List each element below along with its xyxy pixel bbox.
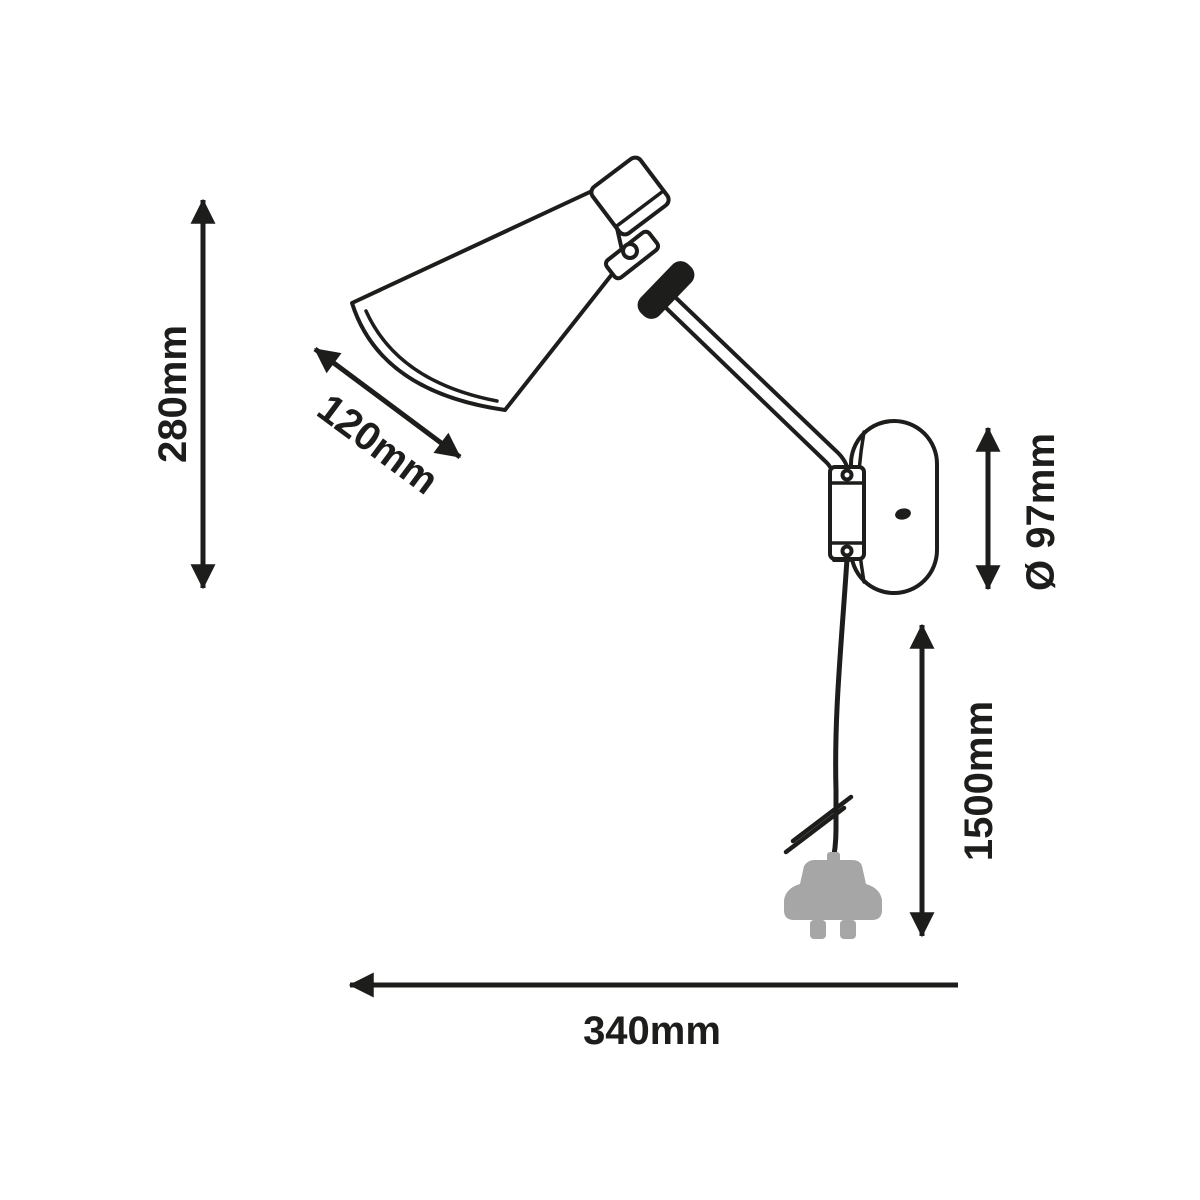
cable-break-icon <box>783 794 854 855</box>
lamp-arm <box>662 294 851 562</box>
dim-shade-length-line <box>313 346 462 460</box>
dim-shade-length-label: 120mm <box>309 386 446 503</box>
dim-plate-diameter-label: Ø 97mm <box>1019 433 1063 591</box>
lamp-shade <box>350 182 626 412</box>
switch-dot-icon <box>895 508 911 520</box>
plug-prong <box>840 920 856 939</box>
grip-knob <box>637 261 695 319</box>
plug-prong <box>810 920 826 939</box>
dim-height-label: 280mm <box>151 325 195 463</box>
dim-cable-length-label: 1500mm <box>957 701 1001 861</box>
dim-width-label: 340mm <box>583 1009 721 1053</box>
power-cable <box>829 556 850 869</box>
lamp-cap-body <box>589 155 671 237</box>
screw-icon <box>840 468 854 482</box>
pivot-screw-icon <box>621 242 639 260</box>
lamp-cap <box>589 155 671 237</box>
mount-bracket <box>828 465 866 561</box>
power-plug <box>784 852 882 939</box>
screw-icon <box>840 544 854 558</box>
pivot-joint <box>603 229 695 319</box>
dim-height: 280mm <box>151 198 216 590</box>
shade-cone <box>350 182 626 412</box>
dim-width: 340mm <box>348 972 958 1053</box>
plug-body <box>784 860 882 920</box>
dim-plate-diameter: Ø 97mm <box>975 426 1063 591</box>
lamp-cap-line <box>613 188 666 229</box>
wall-plate <box>849 419 939 595</box>
dim-cable-length: 1500mm <box>909 623 1001 938</box>
